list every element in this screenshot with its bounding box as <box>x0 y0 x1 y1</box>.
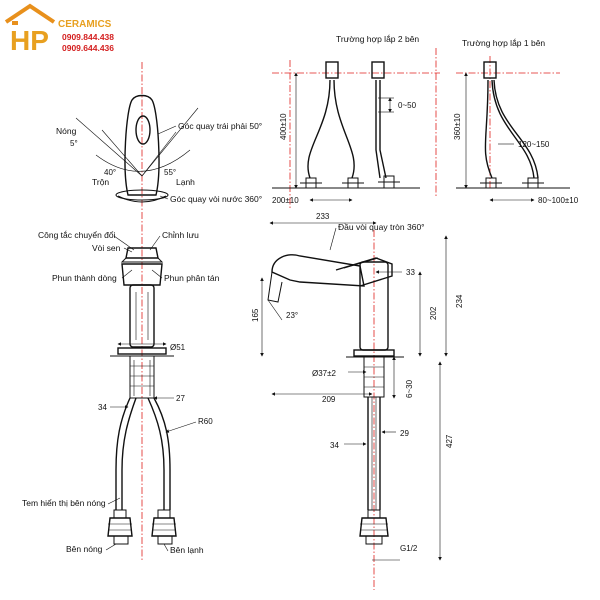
label-hot: Nóng <box>56 126 77 136</box>
side-shank-hoses <box>359 356 389 545</box>
label-mix: Trộn <box>92 177 109 187</box>
side-dim-29: 29 <box>400 429 409 438</box>
install-two-title: Trường hợp lắp 2 bên <box>336 34 419 44</box>
install-two-height: 400±10 <box>279 113 288 140</box>
install-one-height: 360±10 <box>453 113 462 140</box>
angle-valve-side <box>378 175 400 189</box>
install-one-range: 120~150 <box>518 140 550 149</box>
install-one-side: Trường hợp lắp 1 bên 360±10 120~150 80~1… <box>453 38 579 205</box>
side-dim-33: 33 <box>406 268 415 277</box>
install-two-sides: Trường hợp lắp 2 bên 400±10 0~ <box>272 34 440 210</box>
side-dim-165: 165 <box>251 308 260 322</box>
install-one-title: Trường hợp lắp 1 bên <box>462 38 545 48</box>
spray-head <box>120 247 164 263</box>
label-swing-angle: Góc quay trái phải 50° <box>178 121 262 131</box>
label-spray: Phun phân tán <box>164 273 220 283</box>
label-shower: Vòi sen <box>92 243 121 253</box>
angle-hot: 5° <box>70 139 78 148</box>
label-spout-head: Đầu vòi quay tròn 360° <box>338 222 425 232</box>
angle-cold: 55° <box>164 168 176 177</box>
side-dim-hole: Ø37±2 <box>312 369 337 378</box>
angle-valve-one-a <box>480 177 502 189</box>
side-dim-233: 233 <box>316 212 330 221</box>
side-view: 233 Đầu vòi quay tròn 360° <box>251 212 464 590</box>
brand-logo: HP CERAMICS 0909.844.438 0909.644.436 <box>4 3 114 56</box>
label-cold: Lạnh <box>176 177 195 187</box>
label-cold-side: Bên lạnh <box>170 545 204 555</box>
brand-phone-1: 0909.844.438 <box>62 32 114 42</box>
front-view: Nóng 5° Góc quay trái phải 50° 40° 55° T… <box>22 62 262 560</box>
side-dim-6-30: 6~30 <box>405 379 414 398</box>
label-adjust: Chỉnh lưu <box>162 230 199 240</box>
dim-r60: R60 <box>198 417 213 426</box>
dim-front-34: 34 <box>98 403 107 412</box>
handle-top-view <box>75 94 199 203</box>
install-two-width: 200±10 <box>272 196 299 205</box>
label-stream: Phun thành dòng <box>52 273 117 283</box>
label-temp-indicator: Tem hiển thị bên nóng <box>22 498 106 508</box>
brand-name: CERAMICS <box>58 19 112 30</box>
install-two-range: 0~50 <box>398 101 417 110</box>
label-spout-rotation: Góc quay vòi nước 360° <box>170 194 262 204</box>
side-dim-427: 427 <box>445 434 454 448</box>
angle-valve-right <box>342 177 364 189</box>
label-hot-side: Bên nóng <box>66 544 103 554</box>
side-dim-34: 34 <box>330 441 339 450</box>
dim-front-27: 27 <box>176 394 185 403</box>
faucet-body-side <box>267 254 404 358</box>
install-one-width: 80~100±10 <box>538 196 579 205</box>
side-dim-209: 209 <box>322 395 336 404</box>
side-dim-thread: G1/2 <box>400 544 418 553</box>
angle-valve-left <box>300 177 322 189</box>
angle-mix: 40° <box>104 168 116 177</box>
brand-phone-2: 0909.644.436 <box>62 43 114 53</box>
logo-letters: HP <box>10 25 49 56</box>
angle-valve-one-b <box>522 177 544 189</box>
label-switch: Công tắc chuyển đổi <box>38 230 116 240</box>
side-dim-202: 202 <box>429 306 438 320</box>
dim-diameter: Ø51 <box>170 343 186 352</box>
house-icon <box>4 3 56 25</box>
side-dim-234: 234 <box>455 294 464 308</box>
side-dim-angle: 23° <box>286 311 298 320</box>
